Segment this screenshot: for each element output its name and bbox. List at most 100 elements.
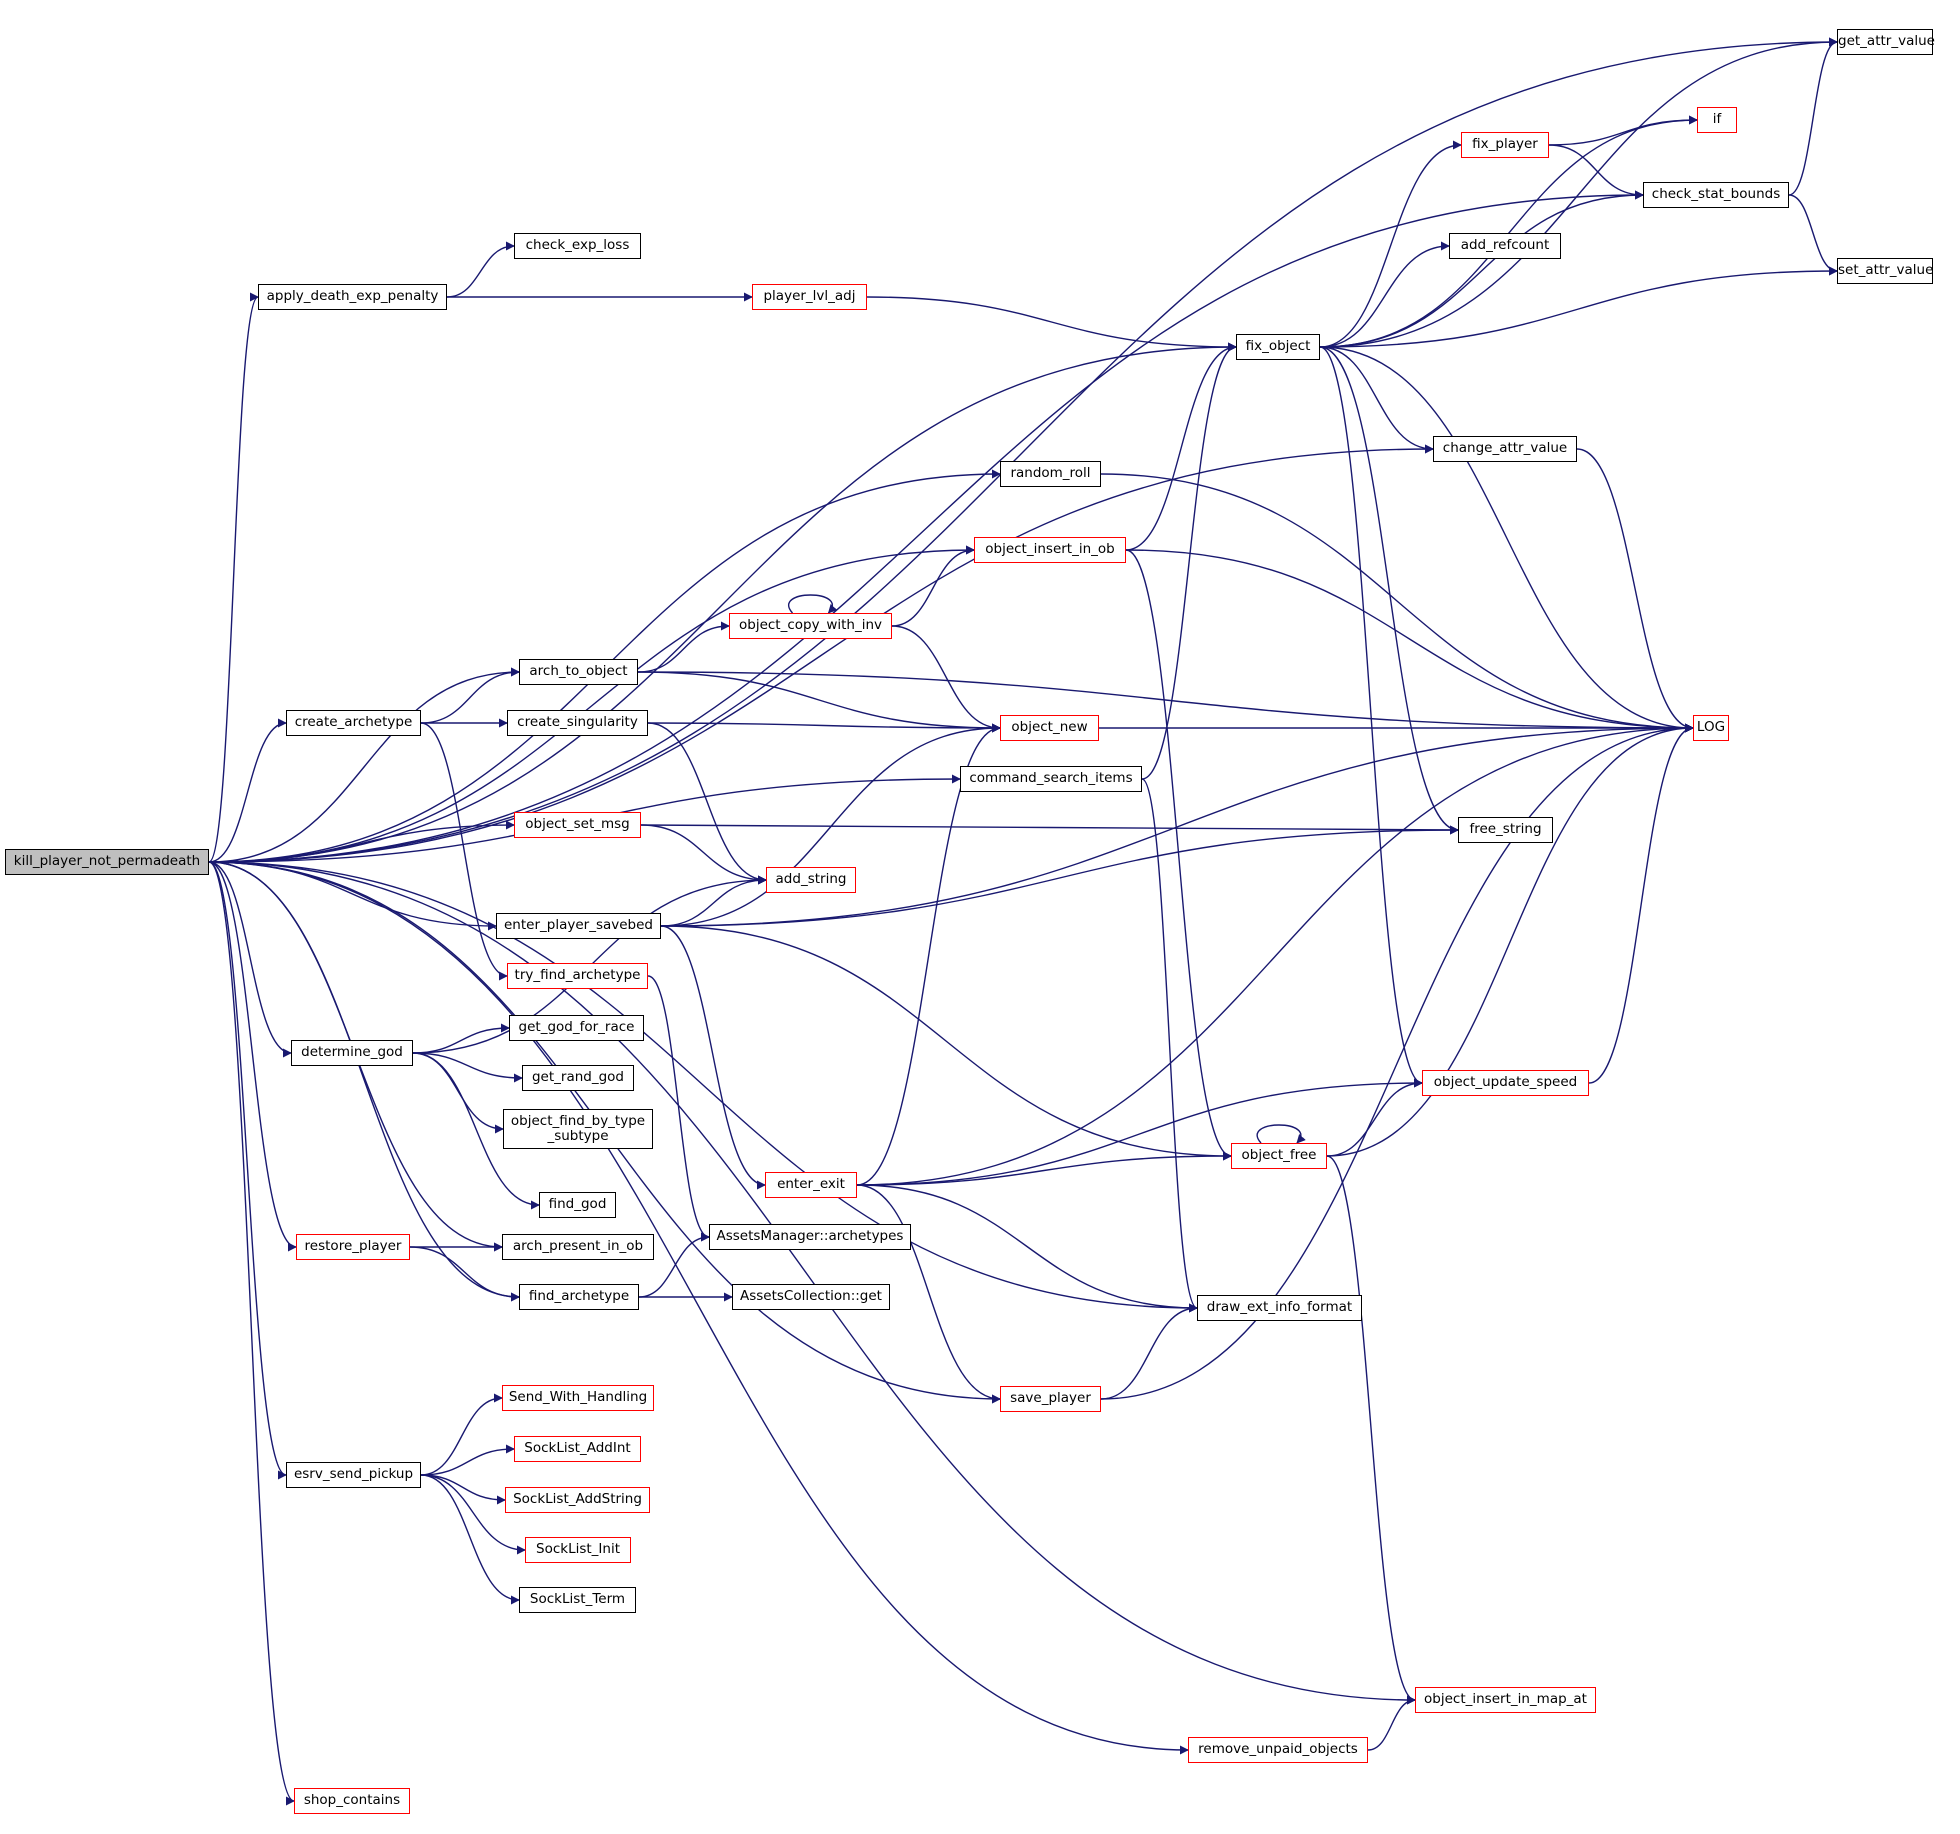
edge-object-free-to-object-free	[1256, 1124, 1306, 1144]
node-find-god[interactable]: find_god	[539, 1192, 616, 1218]
node-player-lvl-adj[interactable]: player_lvl_adj	[752, 284, 867, 310]
node-object-set-msg[interactable]: object_set_msg	[514, 812, 641, 838]
node-socklist-addstring[interactable]: SockList_AddString	[505, 1487, 650, 1513]
node-object-free[interactable]: object_free	[1231, 1143, 1327, 1169]
node-get-rand-god[interactable]: get_rand_god	[522, 1065, 634, 1091]
edge-object-update-speed-to-log	[1588, 723, 1694, 1084]
node-apply-death-exp-penalty[interactable]: apply_death_exp_penalty	[258, 284, 447, 310]
edge-enter-exit-to-save-player	[856, 1184, 1001, 1404]
edge-arch-to-object-to-object-new	[637, 671, 1001, 733]
edge-fix-object-to-check-stat-bounds	[1319, 190, 1644, 348]
node-object-insert-in-map-at[interactable]: object_insert_in_map_at	[1415, 1687, 1596, 1713]
edge-player-lvl-adj-to-fix-object	[866, 296, 1237, 352]
edge-try-find-archetype-to-assets-manager-archetypes	[647, 975, 710, 1242]
node-check-stat-bounds[interactable]: check_stat_bounds	[1643, 182, 1789, 208]
node-free-string[interactable]: free_string	[1458, 817, 1553, 843]
edge-determine-god-to-get-god-for-race	[412, 1023, 510, 1054]
node-arch-present-in-ob[interactable]: arch_present_in_ob	[502, 1234, 654, 1260]
edge-kill-player-not-permadeath-to-arch-to-object	[208, 667, 520, 863]
edge-apply-death-exp-penalty-to-check-exp-loss	[446, 241, 515, 298]
edge-fix-object-to-get-attr-value	[1319, 37, 1838, 348]
edge-command-search-items-to-draw-ext-info-format	[1141, 778, 1198, 1313]
edge-kill-player-not-permadeath-to-get-attr-value	[208, 37, 1838, 863]
node-object-insert-in-ob[interactable]: object_insert_in_ob	[974, 537, 1126, 563]
edge-esrv-send-pickup-to-socklist-addint	[420, 1444, 515, 1476]
edge-object-copy-with-inv-to-object-copy-with-inv	[788, 594, 838, 614]
edge-esrv-send-pickup-to-socklist-init	[420, 1474, 526, 1555]
node-add-string[interactable]: add_string	[766, 867, 856, 893]
node-try-find-archetype[interactable]: try_find_archetype	[507, 963, 648, 989]
node-add-refcount[interactable]: add_refcount	[1449, 233, 1561, 259]
node-set-attr-value[interactable]: set_attr_value	[1837, 258, 1933, 284]
edge-kill-player-not-permadeath-to-shop-contains	[208, 861, 295, 1806]
edge-object-insert-in-ob-to-log	[1125, 549, 1694, 733]
edge-find-archetype-to-assets-manager-archetypes	[638, 1232, 710, 1298]
node-find-archetype[interactable]: find_archetype	[519, 1284, 639, 1310]
node-get-god-for-race[interactable]: get_god_for_race	[509, 1015, 644, 1041]
edge-check-stat-bounds-to-set-attr-value	[1788, 194, 1838, 276]
edge-kill-player-not-permadeath-to-apply-death-exp-penalty	[208, 292, 259, 863]
node-arch-to-object[interactable]: arch_to_object	[519, 659, 638, 685]
node-random-roll[interactable]: random_roll	[1000, 461, 1101, 487]
edge-fix-object-to-log	[1319, 346, 1694, 733]
node-enter-player-savebed[interactable]: enter_player_savebed	[496, 913, 661, 939]
node-if[interactable]: if	[1697, 107, 1737, 133]
edge-kill-player-not-permadeath-to-restore-player	[208, 861, 297, 1252]
edge-esrv-send-pickup-to-send-with-handling	[420, 1393, 503, 1476]
edge-enter-player-savebed-to-free-string	[660, 825, 1459, 927]
edge-random-roll-to-log	[1100, 473, 1694, 733]
node-change-attr-value[interactable]: change_attr_value	[1433, 436, 1577, 462]
edge-kill-player-not-permadeath-to-create-archetype	[208, 718, 287, 863]
edge-object-set-msg-to-add-string	[640, 824, 767, 885]
node-esrv-send-pickup[interactable]: esrv_send_pickup	[286, 1462, 421, 1488]
node-object-update-speed[interactable]: object_update_speed	[1422, 1070, 1589, 1096]
edge-determine-god-to-find-god	[412, 1052, 540, 1210]
edge-kill-player-not-permadeath-to-draw-ext-info-format	[208, 861, 1198, 1313]
edge-create-singularity-to-object-new	[647, 722, 1001, 733]
node-socklist-term[interactable]: SockList_Term	[519, 1587, 636, 1613]
edge-kill-player-not-permadeath-to-object-insert-in-ob	[208, 545, 975, 863]
node-save-player[interactable]: save_player	[1000, 1386, 1101, 1412]
node-determine-god[interactable]: determine_god	[291, 1040, 413, 1066]
node-assets-manager-archetypes[interactable]: AssetsManager::archetypes	[709, 1224, 911, 1250]
node-object-copy-with-inv[interactable]: object_copy_with_inv	[729, 613, 892, 639]
edge-object-free-to-object-update-speed	[1326, 1078, 1423, 1157]
node-socklist-init[interactable]: SockList_Init	[525, 1537, 631, 1563]
node-get-attr-value[interactable]: get_attr_value	[1837, 29, 1935, 55]
node-log[interactable]: LOG	[1693, 715, 1729, 741]
node-create-singularity[interactable]: create_singularity	[507, 710, 648, 736]
edge-object-insert-in-ob-to-fix-object	[1125, 342, 1237, 551]
node-send-with-handling[interactable]: Send_With_Handling	[502, 1385, 654, 1411]
edge-check-stat-bounds-to-get-attr-value	[1788, 37, 1838, 196]
node-object-find-by-type-subtype[interactable]: object_find_by_type _subtype	[503, 1109, 653, 1149]
edge-kill-player-not-permadeath-to-object-insert-in-map-at	[208, 861, 1416, 1705]
edge-arch-to-object-to-log	[637, 671, 1694, 733]
edge-object-copy-with-inv-to-object-new	[891, 625, 1001, 733]
node-enter-exit[interactable]: enter_exit	[765, 1172, 857, 1198]
node-fix-player[interactable]: fix_player	[1461, 132, 1549, 158]
node-shop-contains[interactable]: shop_contains	[294, 1788, 410, 1814]
edge-kill-player-not-permadeath-to-esrv-send-pickup	[208, 861, 287, 1480]
edge-save-player-to-draw-ext-info-format	[1100, 1303, 1198, 1400]
edge-command-search-items-to-fix-object	[1141, 342, 1237, 780]
edge-object-set-msg-to-free-string	[640, 824, 1459, 835]
node-remove-unpaid-objects[interactable]: remove_unpaid_objects	[1188, 1737, 1368, 1763]
edge-kill-player-not-permadeath-to-change-attr-value	[208, 444, 1434, 863]
node-draw-ext-info-format[interactable]: draw_ext_info_format	[1197, 1295, 1362, 1321]
edge-object-insert-in-ob-to-object-free	[1125, 549, 1232, 1161]
edge-fix-player-to-if	[1548, 115, 1698, 146]
node-assets-collection-get[interactable]: AssetsCollection::get	[732, 1284, 890, 1310]
node-command-search-items[interactable]: command_search_items	[960, 766, 1142, 792]
edge-fix-object-to-change-attr-value	[1319, 346, 1434, 454]
edge-enter-exit-to-log	[856, 723, 1694, 1186]
node-object-new[interactable]: object_new	[1000, 715, 1099, 741]
node-create-archetype[interactable]: create_archetype	[286, 710, 421, 736]
node-check-exp-loss[interactable]: check_exp_loss	[514, 233, 641, 259]
edge-restore-player-to-find-archetype	[409, 1246, 520, 1302]
node-fix-object[interactable]: fix_object	[1236, 334, 1320, 360]
node-socklist-addint[interactable]: SockList_AddInt	[514, 1436, 641, 1462]
edge-enter-exit-to-object-new	[856, 723, 1001, 1186]
edge-remove-unpaid-objects-to-object-insert-in-map-at	[1367, 1695, 1416, 1751]
node-restore-player[interactable]: restore_player	[296, 1234, 410, 1260]
edge-determine-god-to-get-rand-god	[412, 1052, 523, 1083]
